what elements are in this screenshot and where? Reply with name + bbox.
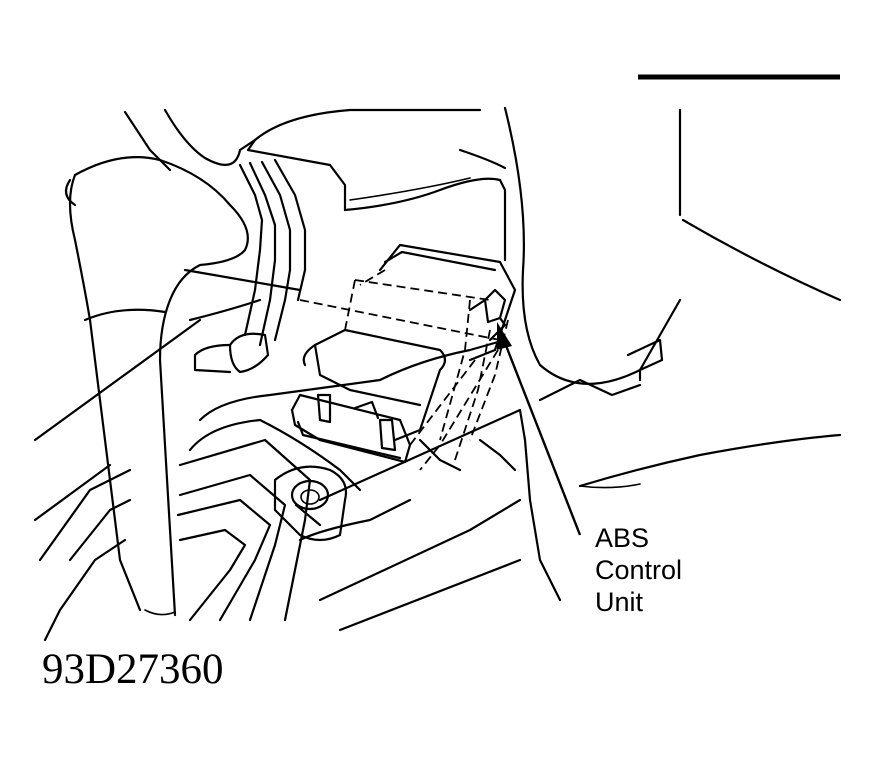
shift-gate	[38, 378, 522, 642]
wiring-harness	[193, 158, 471, 374]
console-side	[318, 338, 562, 632]
figure-id: 93D27360	[42, 646, 224, 693]
abs-control-unit-label: ABS Control Unit	[595, 522, 682, 618]
callout-line-3: Unit	[595, 587, 644, 617]
gear-shift-lever-icon	[64, 156, 249, 617]
callout-line-2: Control	[595, 555, 683, 585]
power-socket	[273, 465, 348, 542]
callout-arrow-icon	[497, 322, 582, 536]
abs-control-unit-icon	[290, 243, 517, 471]
console-housing	[33, 108, 507, 522]
dash-panel	[503, 106, 842, 489]
callout-line-1: ABS	[595, 523, 650, 553]
